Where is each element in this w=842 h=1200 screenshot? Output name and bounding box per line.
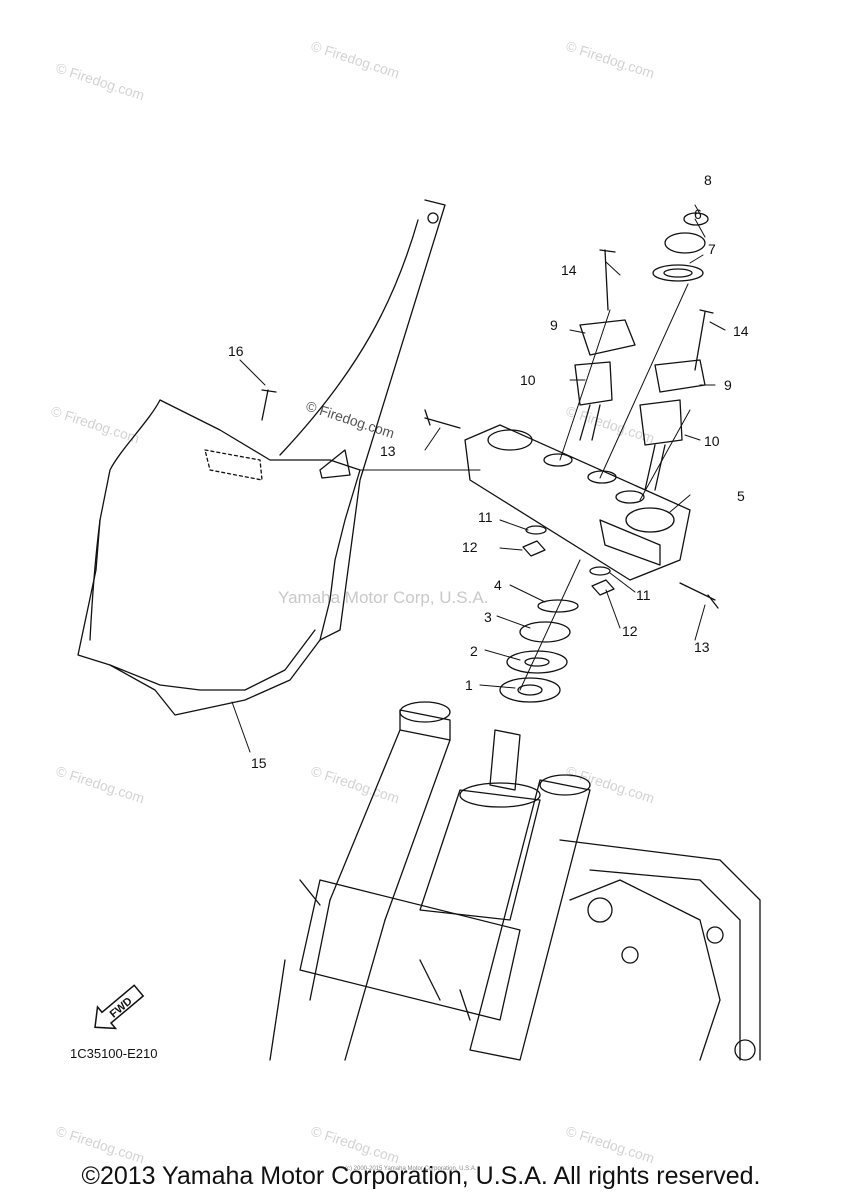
- watermark: © Firedog.com: [54, 1123, 146, 1167]
- watermark: © Firedog.com: [309, 763, 401, 807]
- fwd-label: FWD: [108, 995, 135, 1020]
- callout-12: 12: [622, 623, 638, 639]
- callout-1: 1: [465, 677, 473, 693]
- watermark: © Firedog.com: [304, 398, 396, 442]
- callout-labels: 1 2 3 4 5 6 7 8 9 9 10 10 11 11 12 12 13…: [228, 172, 749, 771]
- callout-7: 7: [708, 241, 716, 257]
- callout-14: 14: [561, 262, 577, 278]
- fork-tube-right: [469, 779, 591, 1061]
- callout-4: 4: [494, 577, 502, 593]
- watermark: © Firedog.com: [49, 403, 141, 447]
- callout-9: 9: [550, 317, 558, 333]
- callout-13: 13: [694, 639, 710, 655]
- fwd-arrow-icon: FWD: [94, 984, 145, 1030]
- holder-upper-left: [579, 319, 636, 356]
- watermark-layer: © Firedog.com © Firedog.com © Firedog.co…: [49, 38, 656, 1167]
- seal: [506, 650, 568, 674]
- callout-10: 10: [520, 372, 536, 388]
- watermark: © Firedog.com: [309, 1123, 401, 1167]
- small-credit: (c) 2000-2015 Yamaha Motor Corporation, …: [345, 1166, 477, 1172]
- callout-11: 11: [478, 509, 493, 525]
- plate-strap: [319, 199, 446, 641]
- copyright-notice: ©2013 Yamaha Motor Corporation, U.S.A. A…: [81, 1162, 761, 1190]
- callout-6: 6: [694, 206, 702, 222]
- callout-8: 8: [704, 172, 712, 188]
- washer-4: [537, 599, 579, 613]
- callout-15: 15: [251, 755, 267, 771]
- watermark: © Firedog.com: [54, 763, 146, 807]
- holder-lower-right: [639, 399, 683, 446]
- callout-16: 16: [228, 343, 244, 359]
- bearing: [499, 677, 561, 703]
- callout-13: 13: [380, 443, 396, 459]
- callout-14: 14: [733, 323, 749, 339]
- callout-5: 5: [737, 488, 745, 504]
- watermark: © Firedog.com: [564, 38, 656, 82]
- callout-11: 11: [636, 587, 651, 603]
- holder-upper-right: [654, 359, 706, 393]
- center-watermark: Yamaha Motor Corp, U.S.A.: [278, 588, 488, 607]
- diagram-code: 1C35100-E210: [70, 1046, 157, 1061]
- callout-9: 9: [724, 377, 732, 393]
- frame: [559, 839, 761, 1061]
- upper-bracket: [464, 424, 691, 581]
- callout-2: 2: [470, 643, 478, 659]
- callout-10: 10: [704, 433, 720, 449]
- number-plate: [77, 399, 361, 716]
- fork-tube-left: [399, 709, 451, 741]
- line-art: [77, 199, 761, 1061]
- holder-lower-left: [574, 361, 613, 406]
- callout-3: 3: [484, 609, 492, 625]
- watermark: © Firedog.com: [564, 1123, 656, 1167]
- callout-12: 12: [462, 539, 478, 555]
- ring-nut: [519, 621, 571, 643]
- steering-stem: [489, 729, 521, 791]
- watermark: © Firedog.com: [564, 763, 656, 807]
- watermark: © Firedog.com: [54, 60, 146, 104]
- watermark: © Firedog.com: [309, 38, 401, 82]
- lower-clamp: [299, 879, 521, 1021]
